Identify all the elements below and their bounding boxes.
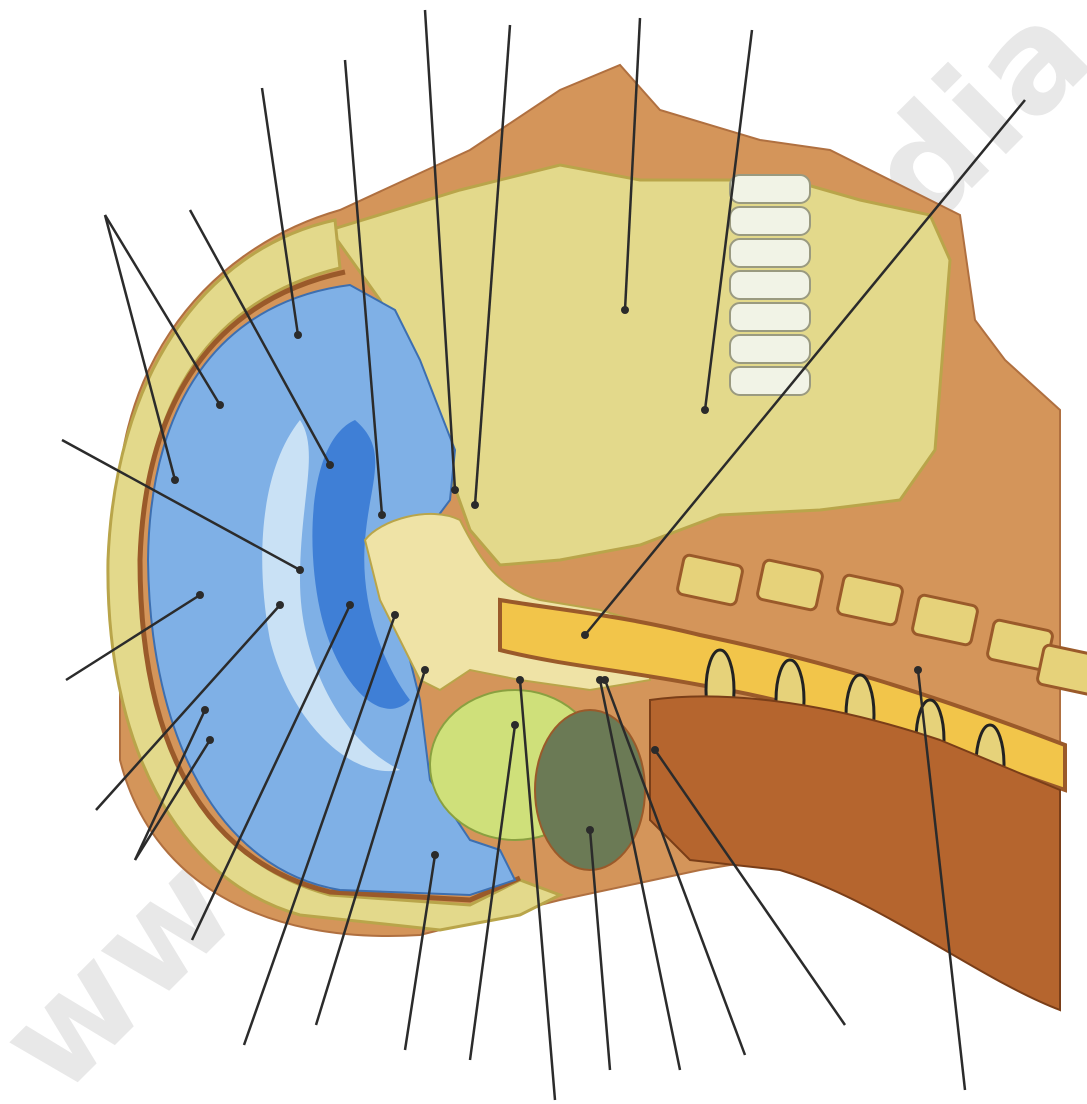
leader-dot	[621, 306, 629, 314]
leader-dot	[326, 461, 334, 469]
leader-dot	[701, 406, 709, 414]
tooth	[730, 303, 810, 331]
tooth	[730, 367, 810, 395]
cerebellum-hemisphere	[535, 710, 645, 870]
leader-dot	[651, 746, 659, 754]
tooth	[730, 239, 810, 267]
leader-dot	[196, 591, 204, 599]
leader-dot	[516, 676, 524, 684]
leader-dot	[171, 476, 179, 484]
tooth	[730, 335, 810, 363]
teeth	[730, 175, 810, 395]
tooth	[730, 271, 810, 299]
tooth	[730, 175, 810, 203]
leader-dot	[206, 736, 214, 744]
leader-dot	[296, 566, 304, 574]
leader-dot	[378, 511, 386, 519]
leader-dot	[346, 601, 354, 609]
leader-dot	[511, 721, 519, 729]
leader-dot	[216, 401, 224, 409]
leader-dot	[451, 486, 459, 494]
leader-dot	[471, 501, 479, 509]
leader-dot	[294, 331, 302, 339]
leader-dot	[421, 666, 429, 674]
leader-dot	[431, 851, 439, 859]
leader-dot	[581, 631, 589, 639]
leader-dot	[586, 826, 594, 834]
leader-dot	[276, 601, 284, 609]
tooth	[730, 207, 810, 235]
leader-dot	[601, 676, 609, 684]
leader-dot	[201, 706, 209, 714]
leader-dot	[391, 611, 399, 619]
leader-dot	[914, 666, 922, 674]
